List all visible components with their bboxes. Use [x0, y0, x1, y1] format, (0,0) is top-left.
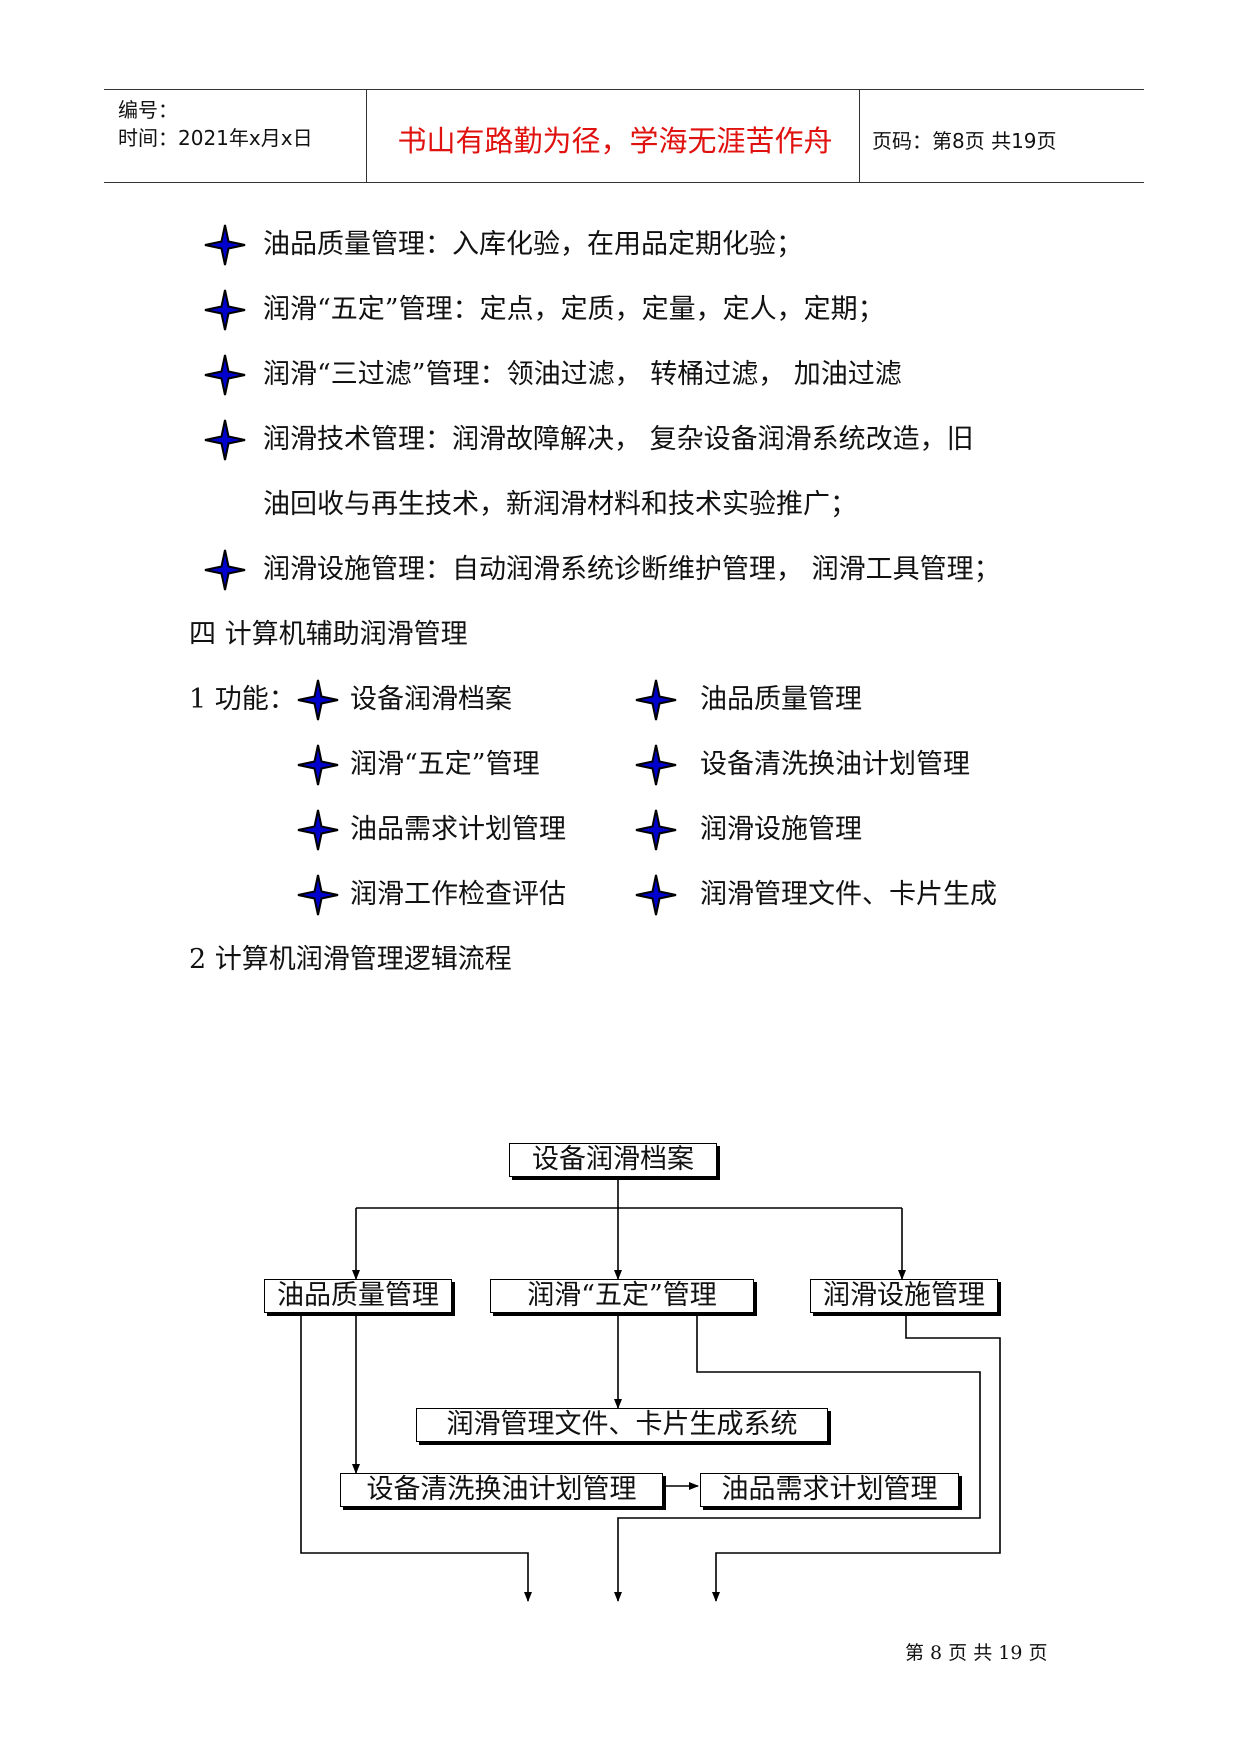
function-item: 润滑设施管理 — [700, 814, 862, 845]
function-item: 润滑工作检查评估 — [350, 879, 566, 910]
header-motto: 书山有路勤为径，学海无涯苦作舟 — [397, 124, 833, 158]
flow-node-facilities: 润滑设施管理 — [810, 1279, 998, 1313]
function-item: 设备清洗换油计划管理 — [700, 749, 970, 780]
flow-node-demand-plan: 油品需求计划管理 — [700, 1473, 959, 1507]
star-bullet-icon — [203, 353, 247, 397]
function-item: 油品质量管理 — [700, 684, 862, 715]
header-time: 时间：2021年x月x日 — [118, 126, 313, 150]
management-item: 油品质量管理：入库化验，在用品定期化验； — [263, 229, 803, 260]
star-bullet-icon — [634, 678, 678, 722]
header-divider-left — [366, 90, 367, 183]
header-divider-right — [859, 90, 860, 183]
header-page-code: 页码：第8页 共19页 — [872, 129, 1057, 153]
flow-node-archive: 设备润滑档案 — [509, 1143, 717, 1177]
star-bullet-icon — [296, 873, 340, 917]
section-heading: 四 计算机辅助润滑管理 — [189, 619, 468, 650]
flow-node-documents: 润滑管理文件、卡片生成系统 — [416, 1408, 828, 1442]
flow-heading: 2 计算机润滑管理逻辑流程 — [189, 944, 512, 975]
flow-node-oil-quality: 油品质量管理 — [264, 1279, 452, 1313]
star-bullet-icon — [296, 678, 340, 722]
header-top-rule — [104, 89, 1144, 90]
function-item: 润滑管理文件、卡片生成 — [700, 879, 997, 910]
star-bullet-icon — [203, 288, 247, 332]
star-bullet-icon — [203, 223, 247, 267]
function-item: 润滑“五定”管理 — [350, 749, 540, 780]
star-bullet-icon — [634, 808, 678, 852]
star-bullet-icon — [203, 548, 247, 592]
star-bullet-icon — [296, 743, 340, 787]
flow-node-five-fixed: 润滑“五定”管理 — [490, 1279, 754, 1313]
star-bullet-icon — [203, 418, 247, 462]
management-item: 润滑设施管理：自动润滑系统诊断维护管理， 润滑工具管理； — [263, 554, 1001, 585]
flow-node-cleaning-plan: 设备清洗换油计划管理 — [340, 1473, 663, 1507]
management-item-continuation: 油回收与再生技术，新润滑材料和技术实验推广； — [263, 489, 857, 520]
star-bullet-icon — [634, 743, 678, 787]
header-bottom-rule — [104, 182, 1144, 183]
function-item: 设备润滑档案 — [350, 684, 512, 715]
header-number-label: 编号： — [118, 98, 178, 122]
star-bullet-icon — [296, 808, 340, 852]
star-bullet-icon — [634, 873, 678, 917]
management-item: 润滑“三过滤”管理：领油过滤， 转桶过滤， 加油过滤 — [263, 359, 902, 390]
function-item: 油品需求计划管理 — [350, 814, 566, 845]
management-item: 润滑“五定”管理：定点，定质，定量，定人，定期； — [263, 294, 885, 325]
functions-label: 1 功能： — [189, 684, 296, 715]
management-item: 润滑技术管理：润滑故障解决， 复杂设备润滑系统改造，旧 — [263, 424, 974, 455]
page-footer: 第 8 页 共 19 页 — [905, 1642, 1048, 1664]
